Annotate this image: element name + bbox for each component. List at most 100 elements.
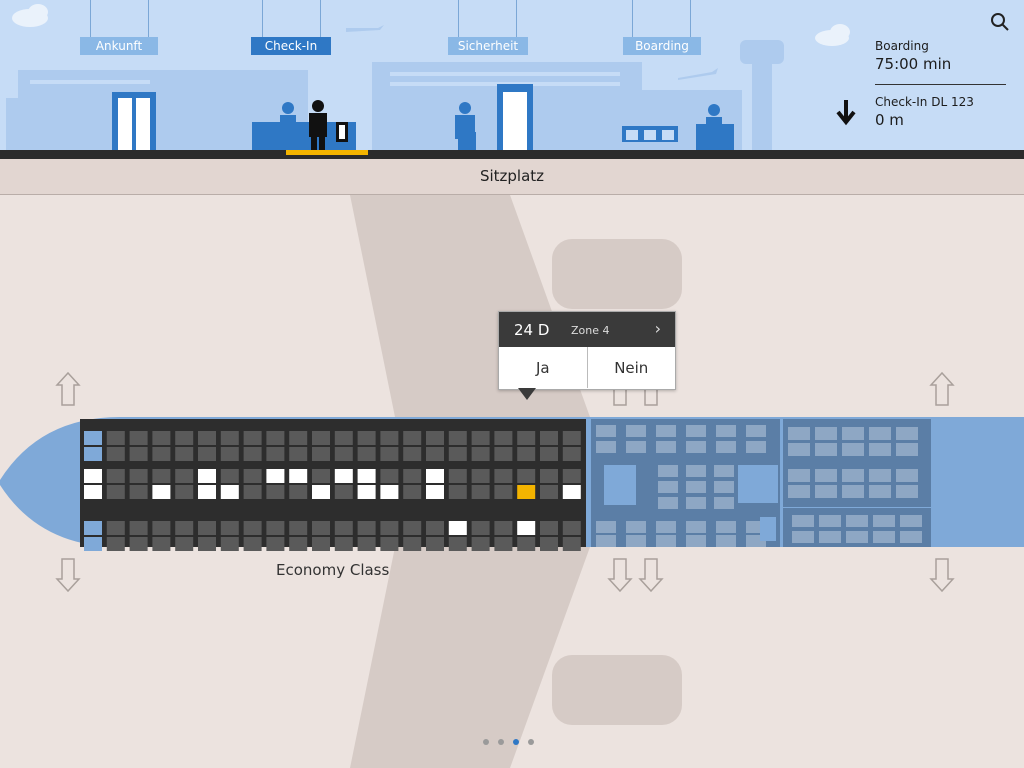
seat-occupied — [562, 469, 581, 483]
seat-occupied — [540, 485, 558, 499]
stage-hanger — [262, 0, 263, 37]
ground-line — [0, 150, 1024, 159]
seat-occupied — [152, 537, 171, 551]
seat-available[interactable] — [84, 485, 102, 499]
seat-available[interactable] — [84, 469, 102, 483]
checkin-info: Check-In DL 123 0 m — [875, 95, 974, 129]
seat-available[interactable] — [198, 485, 216, 499]
seat-business — [596, 425, 616, 437]
seat-business — [656, 441, 676, 453]
seat-available[interactable] — [357, 469, 376, 483]
seat-first — [842, 469, 864, 482]
seat-occupied — [312, 537, 330, 551]
seat-first — [869, 485, 891, 498]
seat-business — [626, 535, 646, 547]
stage-boarding[interactable]: Boarding — [623, 37, 701, 55]
seat-occupied — [448, 537, 467, 551]
page-dot-active[interactable] — [513, 739, 519, 745]
seat-occupied — [357, 431, 376, 445]
seat-map-area: Economy Class — [0, 195, 1024, 768]
seat-business — [714, 465, 734, 477]
page-dot[interactable] — [498, 739, 504, 745]
seat-occupied — [266, 447, 285, 461]
seat-occupied — [494, 521, 513, 535]
seat-first — [815, 443, 837, 456]
seat-available[interactable] — [357, 485, 376, 499]
seat-business — [656, 521, 676, 533]
section-header: Sitzplatz — [0, 159, 1024, 195]
seat-business — [746, 441, 766, 453]
seat-occupied — [220, 431, 239, 445]
seat-occupied — [494, 431, 513, 445]
stage-check-in[interactable]: Check-In — [251, 37, 331, 55]
seat-first — [869, 469, 891, 482]
stage-hanger — [458, 0, 459, 37]
seat-available[interactable] — [198, 469, 216, 483]
seat-first — [819, 531, 841, 543]
seat-occupied — [152, 431, 171, 445]
seat-available[interactable] — [312, 485, 330, 499]
seat-occupied — [562, 431, 581, 445]
seat-occupied — [175, 521, 194, 535]
seat-available[interactable] — [426, 469, 444, 483]
seat-occupied — [494, 447, 513, 461]
stage-hanger — [516, 0, 517, 37]
boarding-time: 75:00 min — [875, 55, 952, 73]
seat-occupied — [106, 469, 125, 483]
economy-seats — [84, 431, 581, 551]
arrow-down-icon — [836, 100, 856, 126]
seat-occupied — [266, 521, 285, 535]
seat-occupied — [494, 537, 513, 551]
seat-occupied — [312, 447, 330, 461]
seat-occupied — [517, 469, 536, 483]
chevron-right-icon[interactable]: › — [654, 319, 661, 338]
seat-occupied — [243, 537, 262, 551]
seat-business — [686, 535, 706, 547]
seat-occupied — [289, 447, 308, 461]
seat-occupied — [540, 469, 558, 483]
stage-sicherheit[interactable]: Sicherheit — [448, 37, 528, 55]
seat-occupied — [334, 485, 353, 499]
seat-business — [686, 481, 706, 493]
seat-business — [596, 535, 616, 547]
seat-available[interactable] — [517, 521, 536, 535]
stage-ankunft[interactable]: Ankunft — [80, 37, 158, 55]
seat-available[interactable] — [266, 469, 285, 483]
page-dot[interactable] — [483, 739, 489, 745]
seat-available[interactable] — [562, 485, 581, 499]
seat-occupied — [380, 431, 399, 445]
seat-occupied — [129, 537, 148, 551]
seat-business — [686, 497, 706, 509]
seat-available[interactable] — [220, 485, 239, 499]
seat-first — [788, 485, 810, 498]
seat-available[interactable] — [334, 469, 353, 483]
seat-selected[interactable] — [517, 485, 536, 499]
seat-occupied — [289, 537, 308, 551]
reject-seat-button[interactable]: Nein — [586, 347, 676, 388]
seat-first — [873, 515, 895, 527]
seat-occupied — [152, 447, 171, 461]
seat-first — [869, 427, 891, 440]
seat-available[interactable] — [448, 521, 467, 535]
seat-first — [842, 427, 864, 440]
seat-occupied — [562, 447, 581, 461]
seat-occupied — [266, 485, 285, 499]
seat-occupied — [312, 431, 330, 445]
page-dot[interactable] — [528, 739, 534, 745]
cloud-icon — [12, 4, 850, 46]
seat-occupied — [471, 469, 490, 483]
seat-available[interactable] — [152, 485, 171, 499]
search-icon[interactable] — [990, 12, 1010, 32]
seat-business — [716, 521, 736, 533]
seat-available[interactable] — [380, 485, 399, 499]
active-stage-indicator — [286, 150, 368, 155]
confirm-seat-button[interactable]: Ja — [535, 358, 550, 377]
seat-available[interactable] — [426, 485, 444, 499]
selected-seat-zone: Zone 4 — [571, 324, 610, 337]
seat-occupied — [129, 521, 148, 535]
seat-available[interactable] — [289, 469, 308, 483]
checkin-distance: 0 m — [875, 111, 904, 129]
seat-occupied — [198, 521, 216, 535]
seat-occupied — [175, 469, 194, 483]
seat-business — [658, 465, 678, 477]
